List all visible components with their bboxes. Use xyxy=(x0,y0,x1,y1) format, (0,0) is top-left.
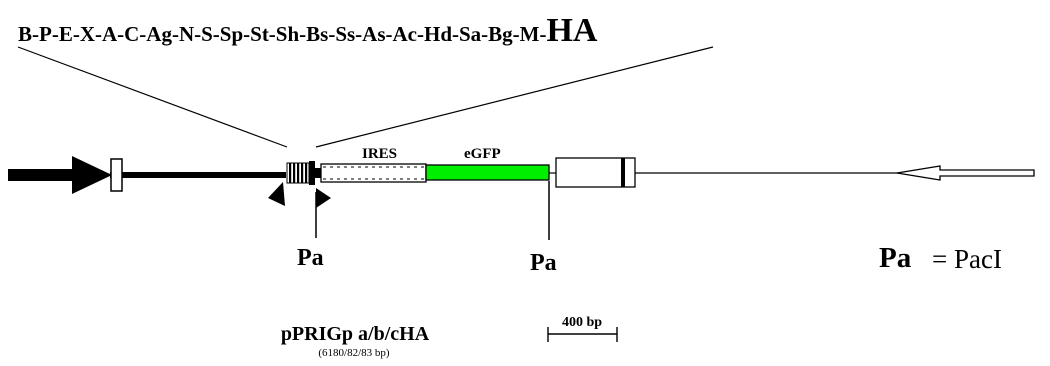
scale-bar-label: 400 bp xyxy=(562,315,602,330)
plasmid-sizes: (6180/82/83 bp) xyxy=(318,347,390,359)
promoter-arrow-icon xyxy=(72,156,112,194)
mcs-zoom-line-right xyxy=(315,46,714,148)
egfp-box xyxy=(425,164,550,181)
mcs-site-list: B-P-E-X-A-C-Ag-N-S-Sp-St-Sh-Bs-Ss-As-Ac-… xyxy=(18,12,598,49)
ha-tag-label: HA xyxy=(546,12,597,49)
primer-triangle-left-icon xyxy=(268,182,285,206)
legend-definition: = PacI xyxy=(932,244,1002,274)
mcs-striped-block xyxy=(286,161,315,185)
backbone-thick-segment xyxy=(110,172,286,178)
primer-triangle-right-icon xyxy=(316,188,331,208)
legend-abbr: Pa xyxy=(879,242,912,274)
plasmid-name: pPRIGp a/b/cHA xyxy=(281,323,430,345)
backbone-thick-start xyxy=(8,169,72,181)
pac-site-label-left: Pa xyxy=(297,245,324,271)
scale-bar xyxy=(547,327,618,342)
mcs-zoom-line-left xyxy=(17,46,288,148)
pac-site-label-right: Pa xyxy=(530,250,557,276)
ires-label: IRES xyxy=(362,146,397,162)
egfp-label: eGFP xyxy=(464,146,501,162)
hollow-arrow-icon xyxy=(896,165,1035,181)
backbone-box-small xyxy=(110,158,123,192)
